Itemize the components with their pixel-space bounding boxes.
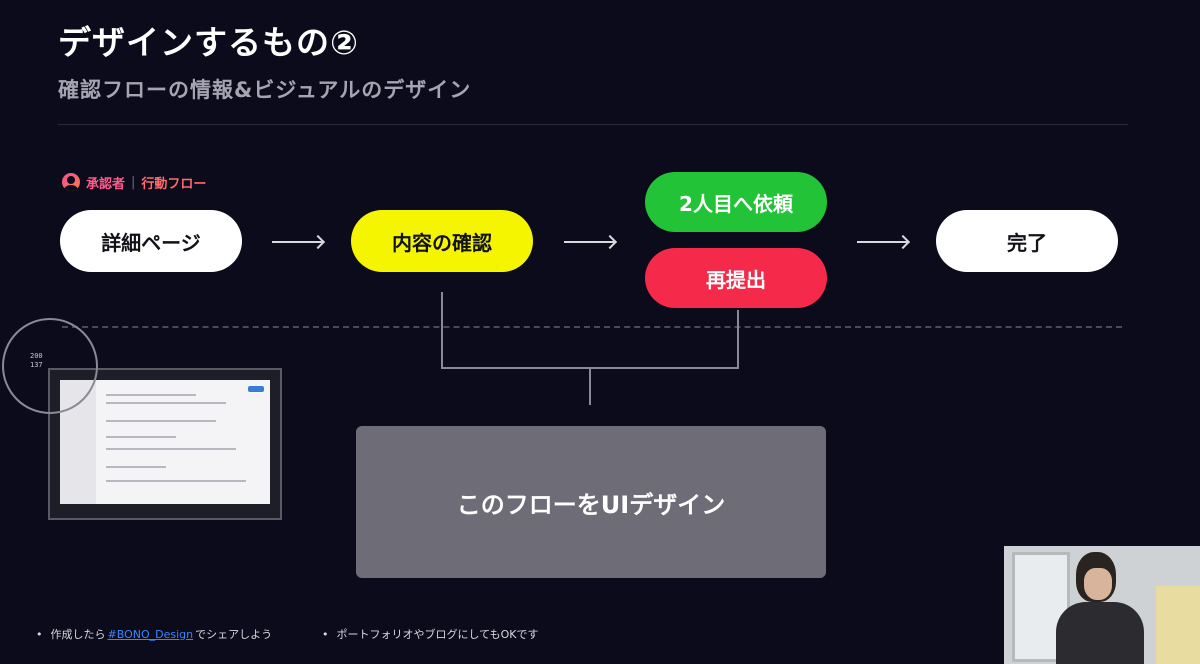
thumbnail-line	[106, 436, 176, 438]
step-request-second: 2人目へ依頼	[645, 172, 827, 232]
slide-subtitle: 確認フローの情報&ビジュアルのデザイン	[58, 78, 472, 102]
thumbnail-line	[106, 420, 216, 422]
bullet-icon: •	[322, 627, 329, 641]
flow-label: 行動フロー	[141, 176, 207, 192]
hashtag-link[interactable]: #BONO_Design	[107, 627, 194, 641]
connector-line	[589, 367, 591, 405]
user-avatar-icon	[62, 173, 80, 191]
arrow-right-icon	[564, 241, 614, 243]
connector-line	[737, 310, 739, 368]
ui-design-box: このフローをUIデザイン	[356, 426, 826, 578]
arrow-right-icon	[272, 241, 322, 243]
webcam-background-poster	[1156, 586, 1200, 664]
step-complete: 完了	[936, 210, 1118, 272]
thumbnail-line	[106, 402, 226, 404]
step-detail-page: 詳細ページ	[60, 210, 242, 272]
screenshot-thumbnail	[48, 368, 282, 520]
tag-separator: |	[131, 174, 136, 190]
bullet-icon: •	[36, 627, 43, 641]
thumbnail-line	[106, 466, 166, 468]
thumbnail-button	[248, 386, 264, 392]
footer-share-suffix: でシェアしよう	[195, 628, 273, 641]
footer-share-prefix: 作成したら	[50, 628, 106, 641]
footer-note-share: • 作成したら #BONO_Design でシェアしよう	[36, 626, 272, 642]
annotation-circle	[2, 318, 98, 414]
presenter-webcam	[1004, 546, 1200, 664]
footer-portfolio-text: ポートフォリオやブログにしてもOKです	[336, 628, 539, 641]
thumbnail-line	[106, 448, 236, 450]
thumbnail-page	[60, 380, 270, 504]
arrow-right-icon	[857, 241, 907, 243]
step-confirm-content: 内容の確認	[351, 210, 533, 272]
step-resubmit: 再提出	[645, 248, 827, 308]
connector-line	[441, 292, 443, 368]
presenter-face	[1084, 568, 1112, 600]
annotation-text: 200 137	[30, 352, 43, 369]
slide-title: デザインするもの②	[58, 23, 359, 62]
footer-note-portfolio: • ポートフォリオやブログにしてもOKです	[322, 626, 539, 642]
section-divider-dashed	[62, 326, 1122, 328]
role-label: 承認者	[86, 176, 126, 192]
presenter-body	[1056, 602, 1144, 664]
actor-tag: 承認者 | 行動フロー	[62, 172, 206, 192]
header-divider	[58, 124, 1128, 125]
thumbnail-line	[106, 480, 246, 482]
thumbnail-line	[106, 394, 196, 396]
